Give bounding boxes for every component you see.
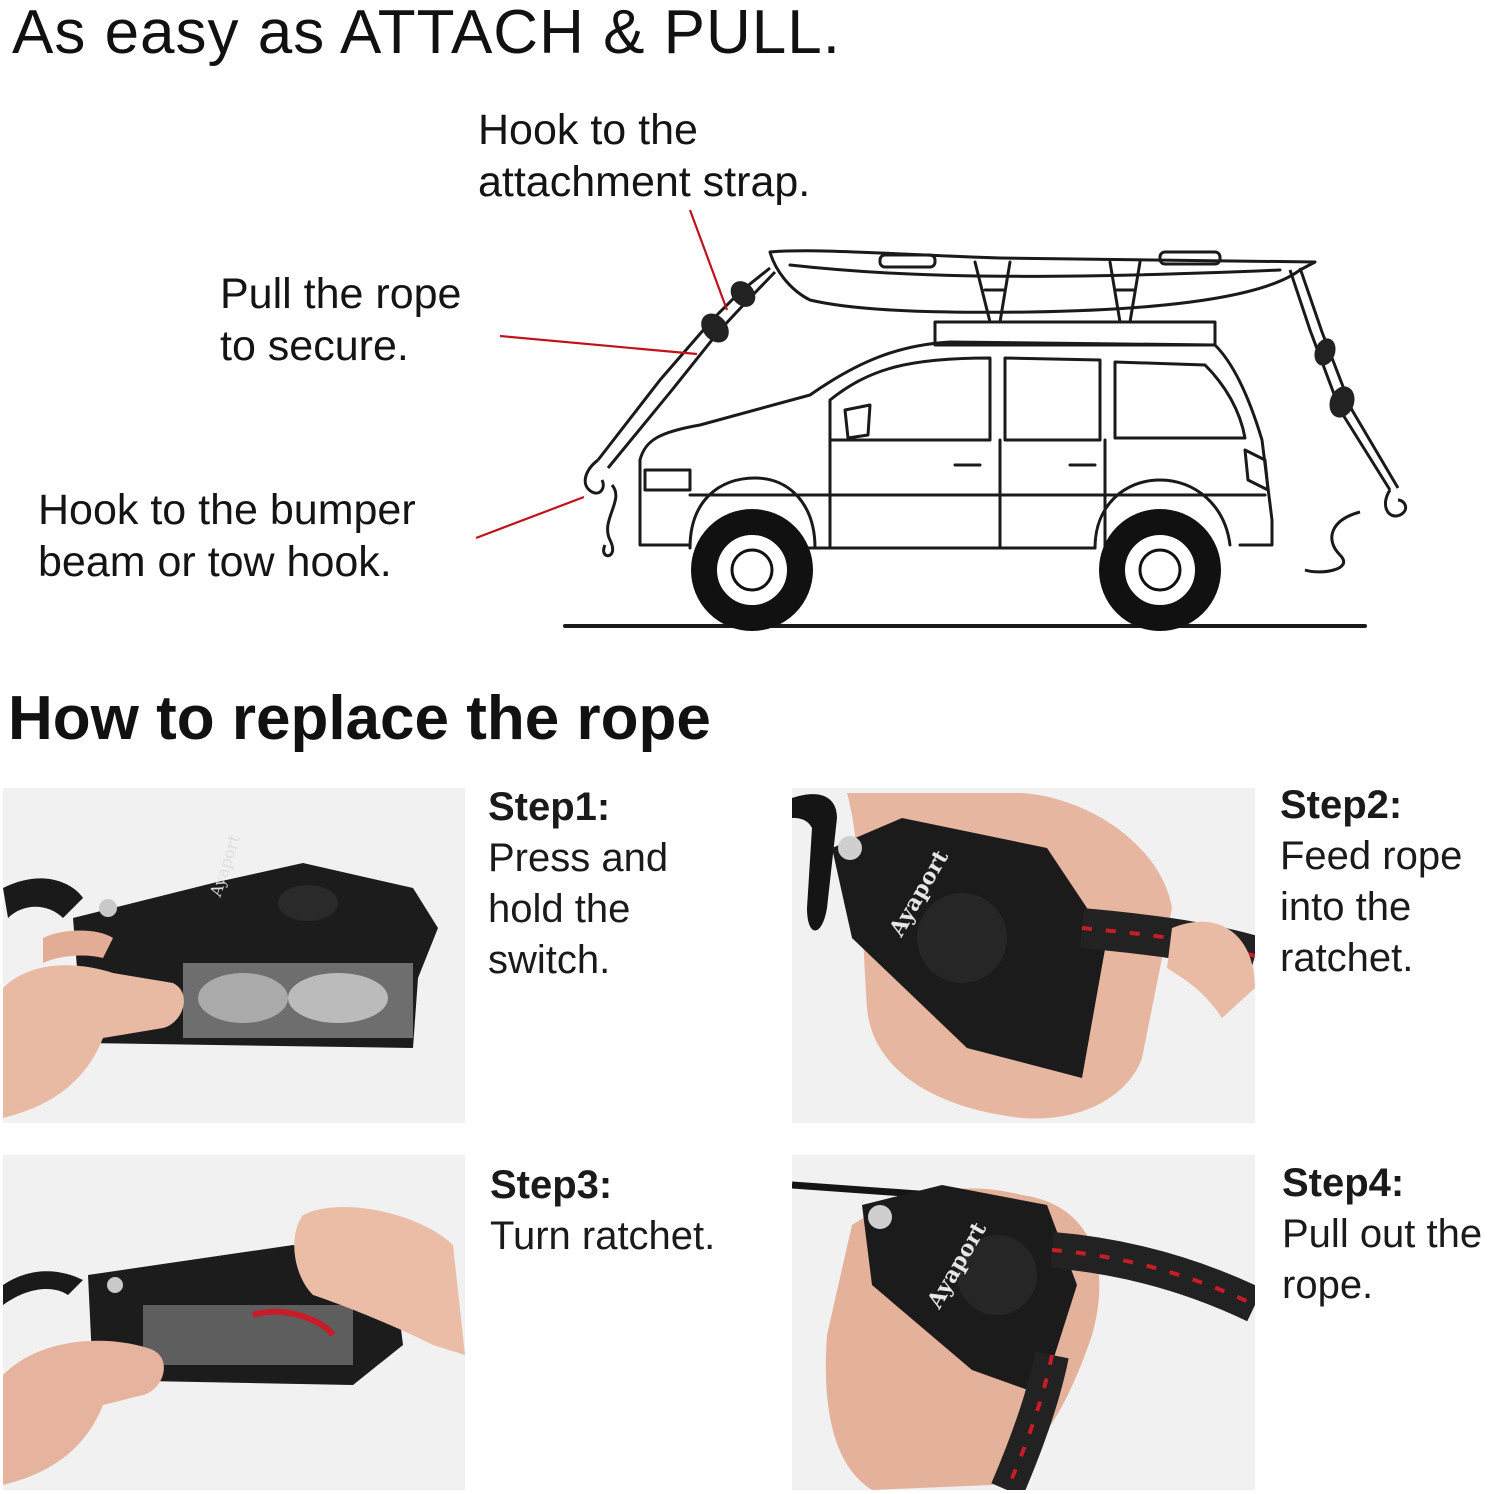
step4-line1: Pull out the	[1282, 1212, 1483, 1256]
step1-label: Step1:	[488, 785, 611, 829]
callout-strap-line2: attachment strap.	[478, 158, 811, 206]
step2-line2: into the	[1280, 885, 1412, 929]
callout-bumper-line1: Hook to the bumper	[38, 486, 416, 534]
step2-photo: Ayaport	[792, 788, 1255, 1123]
step2-text: Step2: Feed rope into the ratchet.	[1280, 780, 1462, 984]
callout-strap-line1: Hook to the	[478, 106, 698, 154]
callout-strap: Hook to the attachment strap.	[478, 104, 810, 208]
callout-pull-line2: to secure.	[220, 322, 409, 370]
step1-text: Step1: Press and hold the switch.	[488, 782, 668, 986]
step3-text: Step3: Turn ratchet.	[490, 1160, 715, 1262]
step1-line2: hold the	[488, 887, 631, 931]
callout-pull: Pull the rope to secure.	[220, 268, 461, 372]
car-kayak-illustration	[475, 209, 1408, 631]
step4-line2: rope.	[1282, 1263, 1374, 1307]
step3-line1: Turn ratchet.	[490, 1214, 716, 1258]
step3-photo	[3, 1155, 465, 1490]
heading-attach-pull: As easy as ATTACH & PULL.	[12, 0, 841, 67]
step2-label: Step2:	[1280, 783, 1403, 827]
step1-photo: Ayaport	[3, 788, 465, 1123]
step1-line3: switch.	[488, 938, 611, 982]
step1-line1: Press and	[488, 836, 669, 880]
callout-bumper-line2: beam or tow hook.	[38, 538, 392, 586]
step2-line1: Feed rope	[1280, 834, 1463, 878]
callout-pull-line1: Pull the rope	[220, 270, 462, 318]
step4-text: Step4: Pull out the rope.	[1282, 1158, 1482, 1311]
callout-bumper: Hook to the bumper beam or tow hook.	[38, 484, 416, 588]
step4-photo: Ayaport	[792, 1155, 1255, 1490]
step2-line3: ratchet.	[1280, 936, 1414, 980]
step3-label: Step3:	[490, 1163, 613, 1207]
step4-label: Step4:	[1282, 1161, 1405, 1205]
heading-replace-rope: How to replace the rope	[8, 684, 711, 753]
